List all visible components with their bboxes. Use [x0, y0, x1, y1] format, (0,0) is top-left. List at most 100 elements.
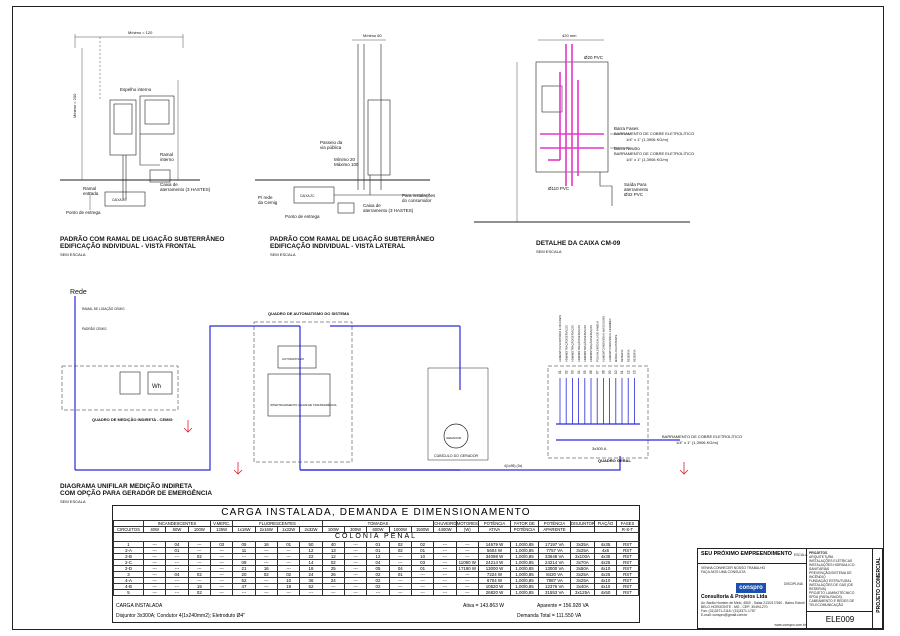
load-cell: ---	[254, 589, 278, 596]
diag-title-1: DIAGRAMA UNIFILAR MEDIÇÃO INDIRETA	[60, 481, 192, 490]
side-passeio-2: via pública	[320, 145, 342, 150]
load-cell: ---	[321, 589, 345, 596]
circuit-id: 11	[620, 370, 624, 374]
box-barra-neutro: Barra Neutro	[614, 146, 640, 151]
box-labels: 420 mm Ø20 PVC Barra Fases BARRAMENTO DE…	[536, 33, 694, 254]
geral-box	[547, 365, 649, 459]
tb-disc-label: DISCIPLINA	[784, 582, 803, 586]
load-cell: ---	[343, 589, 368, 596]
front-ramal-entrada-2: entrada	[83, 191, 99, 196]
diag-quadro-auto: QUADRO DE AUTOMATISMO DO SISTEMA	[268, 311, 349, 316]
diag-wh: Wh	[152, 384, 161, 390]
foot-demanda: Demanda Total = 111.550 VA	[517, 613, 582, 619]
load-cell: 31553 VA	[538, 589, 571, 596]
load-cell: ---	[388, 589, 412, 596]
tb-logo: conspro	[736, 583, 766, 593]
box-saida-2: aterramento	[624, 187, 649, 192]
tb-address-1: Av. Barão Homem de Melo, 4500 - Salas 21…	[701, 601, 805, 605]
front-ramal-entrada-1: Ramal	[83, 186, 96, 191]
side-rede-2: da Cemig	[258, 200, 278, 205]
tb-discipline-item: INSTALAÇÕES HIDRÁULICO-SANITÁRIAS	[809, 563, 856, 571]
box-conduits	[540, 44, 604, 186]
circuit-labels: 01 ALIMENTO ESCRITÓRIO E OFICINAS 02 ADMINI…	[557, 315, 636, 374]
circuit-id: 07	[595, 370, 599, 374]
side-instal-1: Para instalações	[402, 193, 436, 198]
diag-barra-desc: BARRAMENTO DE COBRE ELETROLÍTICO	[662, 434, 742, 439]
load-cell: 11090 W	[455, 559, 480, 566]
side-title-2: EDIFICAÇÃO INDIVIDUAL - VISTA LATERAL	[270, 241, 405, 250]
gen-cubicle	[427, 367, 489, 461]
tb-scale-label: ESCALA	[794, 553, 808, 557]
foot-apparent: Aparente = 156.928 VA	[537, 603, 589, 609]
front-scale: SEM ESCALA	[60, 252, 86, 257]
tb-project: SEU PRÓXIMO EMPREENDIMENTO	[701, 551, 792, 557]
tb-proj-l1: VENHA CONHECER NOSSO TRABALHO	[701, 566, 766, 570]
circuit-id: 13	[633, 370, 637, 374]
box-saida-1: Saída Para	[624, 182, 647, 187]
circuit-id: 02	[564, 370, 568, 374]
circuit-desc: ADMINISTRAÇÃO/SERVIÇOS	[563, 325, 568, 362]
auto-module	[277, 345, 317, 369]
load-cell: ---	[232, 589, 256, 596]
box-pvc-bottom: Ø110 PVC	[548, 186, 570, 191]
hdr-fiacao: FIAÇÃO	[594, 520, 617, 527]
load-cell: ---	[299, 589, 323, 596]
load-table: CARGA INSTALADA, DEMANDA E DIMENSIONAMEN…	[112, 505, 640, 623]
sub-header-cell: CIRCUITOS	[113, 526, 144, 533]
circuit-desc: POLIVALENTE/SALA DE FAMÍLIA	[595, 321, 599, 362]
side-width-dim: Mínimo 60	[363, 33, 382, 38]
box-barra-fases-desc: BARRAMENTO DE COBRE ELETROLÍTICO	[614, 131, 694, 136]
diag-automatismo: AUTOMATISMO	[282, 357, 305, 361]
front-labels: Mínimo = 120 Mínimo = 200 Espelho intern…	[60, 30, 224, 257]
load-band: COLONIA PENAL	[113, 532, 639, 542]
side-caixa-aterr-2: aterramento (3 HASTES)	[363, 208, 414, 213]
load-group-header: INCANDESCENTES V.MERC. FLUORESCENTES TOM…	[113, 520, 639, 527]
diag-quadro-medicao: QUADRO DE MEDIÇÃO INDIRETA - CEMIG	[92, 417, 173, 422]
diag-cable: 4(1x95) (3x)	[504, 464, 522, 468]
foot-installed: CARGA INSTALADA	[116, 603, 163, 609]
side-labels: Mínimo 60 Passeio da via pública Mínimo …	[258, 33, 436, 257]
foot-active: Ativa = 143.863 W	[463, 603, 504, 609]
tb-discipline-item: SPDA (PARA-RAIOS)	[809, 595, 842, 599]
circuit-id: 12	[626, 370, 630, 374]
diag-title-2: COM OPÇÃO PARA GERADOR DE EMERGÊNCIA	[60, 488, 212, 497]
load-cell: ---	[433, 589, 457, 596]
circuit-desc: MÓDULO EXISTENTE	[613, 334, 618, 362]
transfer-switch	[267, 373, 331, 417]
circuit-desc: RESERVA	[626, 349, 630, 362]
tb-discipline-item: FUNDAÇÃO ESTRUTURAL	[809, 579, 852, 583]
circuit-id: 01	[558, 370, 562, 374]
front-caixa-aterr-2: aterramento (3 HASTES)	[160, 187, 211, 192]
load-cell: ---	[276, 589, 301, 596]
tb-contact: Av. Barão Homem de Melo, 4500 - Salas 21…	[701, 601, 805, 617]
hdr-vmerc: V.MERC.	[209, 520, 234, 527]
box-width-dim: 420 mm	[562, 33, 577, 38]
side-scale: SEM ESCALA	[270, 252, 296, 257]
box-saida-3: Ø32 PVC	[624, 192, 644, 197]
load-cell: ---	[165, 589, 189, 596]
circuit-desc: ALIMENTO ESCRITÓRIO E OFICINAS	[557, 315, 562, 362]
side-caixa-zc: CAIXA ZC	[300, 194, 315, 198]
box-pvc-top: Ø20 PVC	[584, 55, 604, 60]
front-title-2: EDIFICAÇÃO INDIVIDUAL - VISTA FRONTAL	[60, 241, 196, 250]
circuit-drops	[559, 378, 635, 424]
load-cell: ---	[209, 589, 234, 596]
medicao-box	[61, 365, 179, 411]
diag-gerador: GERADOR	[446, 436, 462, 440]
hdr-motores: MOTORES	[455, 520, 480, 527]
box-barra-fases: Barra Fases	[614, 126, 639, 131]
box-barra-fases-dim: 1/4" x 1" (1,3906 KG/m)	[626, 137, 669, 142]
tb-site: www.conspro.com.br	[774, 623, 806, 627]
load-foot-2: Disjuntor 3x300A; Condutor 4(1x240mm2); …	[113, 612, 639, 620]
tb-discipline-item: ARQUITETURA	[809, 555, 834, 559]
circuit-desc: ADMINISTRAÇÃO/SERVIÇOS	[570, 325, 575, 362]
load-cell: ---	[366, 589, 390, 596]
title-block: SEU PRÓXIMO EMPREENDIMENTO VENHA CONHECE…	[697, 548, 883, 630]
side-instal-2: do consumidor	[402, 198, 432, 203]
auto-box	[253, 321, 353, 463]
tb-company: Consultoria & Projetos Ltda	[701, 594, 768, 600]
diag-rede: Rede	[70, 289, 87, 296]
tb-project-cell: SEU PRÓXIMO EMPREENDIMENTO	[698, 549, 806, 564]
